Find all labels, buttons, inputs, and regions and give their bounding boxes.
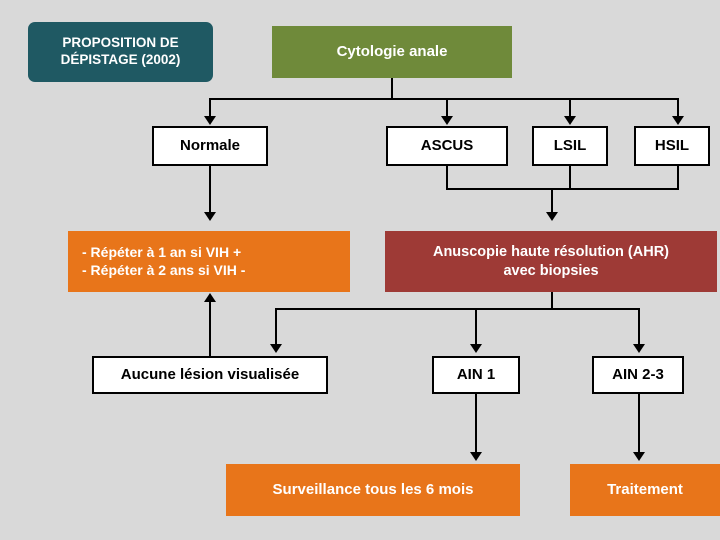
hra-box: Anuscopie haute résolution (AHR) avec bi… (385, 231, 717, 292)
connector-aucune-up (209, 302, 211, 356)
arrow-ascus (441, 116, 453, 125)
connector-hsil-down (677, 166, 679, 190)
connector-drop-normale (209, 98, 211, 116)
arrow-ain23 (633, 344, 645, 353)
arrow-normale (204, 116, 216, 125)
hra-result-ain23: AIN 2-3 (592, 356, 684, 394)
arrow-traitement (633, 452, 645, 461)
connector-ain1-down (475, 394, 477, 452)
result-box-normale: Normale (152, 126, 268, 166)
connector-ascus-down (446, 166, 448, 190)
result-box-lsil: LSIL (532, 126, 608, 166)
hra-result-ain1: AIN 1 (432, 356, 520, 394)
connector-normale-down (209, 166, 211, 212)
arrow-aucune (270, 344, 282, 353)
outcome-box-traitement: Traitement (570, 464, 720, 516)
connector-drop-ain23 (638, 308, 640, 344)
connector-drop-aucune (275, 308, 277, 344)
arrow-normale-followup (204, 212, 216, 221)
arrow-ahr (546, 212, 558, 221)
arrow-ain1 (470, 344, 482, 353)
hra-result-aucune-lesion: Aucune lésion visualisée (92, 356, 328, 394)
header-box-cytologie: Cytologie anale (272, 26, 512, 78)
outcome-box-surveillance: Surveillance tous les 6 mois (226, 464, 520, 516)
arrow-up-followup (204, 293, 216, 302)
connector-drop-ascus (446, 98, 448, 116)
connector-drop-lsil (569, 98, 571, 116)
connector-ahr-down (551, 292, 553, 310)
connector-ain23-down (638, 394, 640, 452)
title-box: PROPOSITION DE DÉPISTAGE (2002) (28, 22, 213, 82)
connector-drop-ain1 (475, 308, 477, 344)
connector-lsil-down (569, 166, 571, 190)
connector-header-bus (209, 98, 679, 100)
connector-merge-down (551, 188, 553, 212)
connector-merge-bus (446, 188, 679, 190)
result-box-hsil: HSIL (634, 126, 710, 166)
connector-header-down (391, 78, 393, 100)
followup-box-normale: - Répéter à 1 an si VIH + - Répéter à 2 … (68, 231, 350, 292)
arrow-hsil (672, 116, 684, 125)
connector-drop-hsil (677, 98, 679, 116)
result-box-ascus: ASCUS (386, 126, 508, 166)
connector-ahr-bus (275, 308, 640, 310)
arrow-lsil (564, 116, 576, 125)
arrow-surveillance (470, 452, 482, 461)
